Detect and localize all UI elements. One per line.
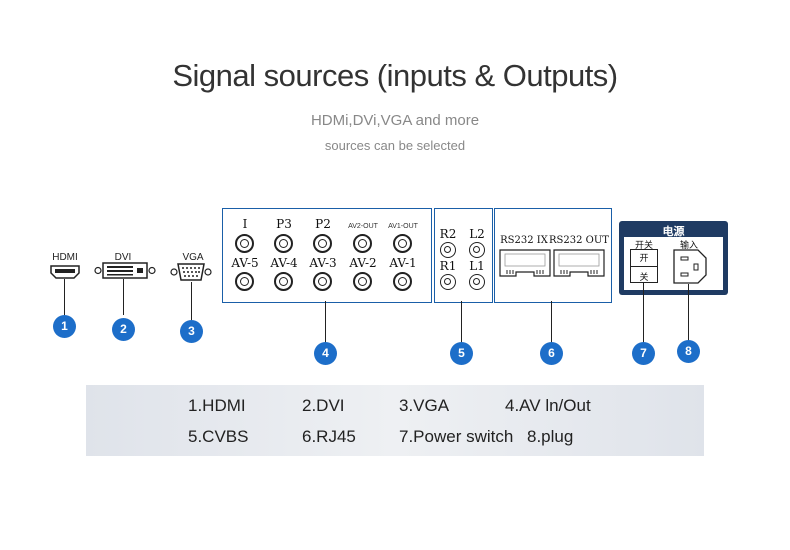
bnc-port-icon <box>353 234 372 253</box>
badge-7: 7 <box>632 342 655 365</box>
audio-label-l2: L2 <box>469 227 485 241</box>
av-bottom-label-4: AV-2 <box>349 256 377 270</box>
badge-2: 2 <box>112 318 135 341</box>
plug-connector-line <box>688 284 689 341</box>
rca-port-icon <box>469 274 485 290</box>
audio-label-r1: R1 <box>439 259 457 273</box>
bnc-port-icon <box>235 272 254 291</box>
page-title: Signal sources (inputs & Outputs) <box>172 58 618 93</box>
legend-item-rj45: 6.RJ45 <box>302 427 356 446</box>
legend-box <box>86 385 704 456</box>
legend-item-plug: 8.plug <box>527 427 574 446</box>
bnc-port-icon <box>235 234 254 253</box>
switch-connector-line <box>643 283 644 343</box>
switch-divider <box>630 266 658 267</box>
rj45-port-icon <box>499 249 551 277</box>
hdmi-connector-line <box>64 279 65 315</box>
vga-connector-line <box>191 282 192 320</box>
rj45-port-icon <box>553 249 605 277</box>
av-connector-line <box>325 301 326 343</box>
subtitle-line-1: HDMi,DVi,VGA and more <box>310 112 480 129</box>
dvi-port-icon <box>94 262 156 279</box>
audio-label-r2: R2 <box>439 227 457 241</box>
bnc-port-icon <box>274 234 293 253</box>
rca-port-icon <box>469 242 485 258</box>
subtitle-line-2: sources can be selected <box>324 138 466 153</box>
av-top-label-1: I <box>242 217 248 231</box>
rs232-connector-line <box>551 301 552 343</box>
badge-5: 5 <box>450 342 473 365</box>
badge-6: 6 <box>540 342 563 365</box>
switch-label: 开关 <box>634 240 653 250</box>
legend-item-dvi: 2.DVI <box>302 396 345 415</box>
av-top-label-5: AV1-OUT <box>388 223 418 230</box>
vga-port-icon <box>170 263 212 281</box>
legend-item-vga: 3.VGA <box>399 396 450 415</box>
input-label: 输入 <box>679 240 698 250</box>
av-top-label-3: P2 <box>315 217 331 231</box>
bnc-port-icon <box>393 234 412 253</box>
dvi-connector-line <box>123 279 124 315</box>
av-bottom-label-3: AV-3 <box>309 256 337 270</box>
badge-8: 8 <box>677 340 700 363</box>
bnc-port-icon <box>313 272 332 291</box>
legend-item-av: 4.AV ln/Out <box>505 396 591 415</box>
av-bottom-label-5: AV-1 <box>389 256 417 270</box>
switch-on-label: 开 <box>639 253 649 263</box>
av-bottom-label-1: AV-5 <box>231 256 259 270</box>
bnc-port-icon <box>393 272 412 291</box>
audio-connector-line <box>461 301 462 343</box>
badge-3: 3 <box>180 320 203 343</box>
rca-port-icon <box>440 274 456 290</box>
rca-port-icon <box>440 242 456 258</box>
bnc-port-icon <box>274 272 293 291</box>
bnc-port-icon <box>353 272 372 291</box>
vga-label: VGA <box>182 252 204 263</box>
av-top-label-2: P3 <box>276 217 292 231</box>
rs232-in-label: RS232 IX <box>500 235 548 246</box>
av-bottom-label-2: AV-4 <box>270 256 298 270</box>
rs232-out-label: RS232 OUT <box>549 235 609 246</box>
power-header: 电源 <box>662 226 685 238</box>
badge-1: 1 <box>53 315 76 338</box>
bnc-port-icon <box>313 234 332 253</box>
badge-4: 4 <box>314 342 337 365</box>
switch-off-label: 关 <box>639 272 649 282</box>
hdmi-label: HDMI <box>52 252 78 263</box>
av-top-label-4: AV2-OUT <box>348 223 378 230</box>
legend-item-cvbs: 5.CVBS <box>188 427 249 446</box>
dvi-label: DVI <box>114 252 132 263</box>
hdmi-port-icon <box>50 265 80 279</box>
legend-item-hdmi: 1.HDMI <box>188 396 246 415</box>
plug-socket-icon <box>673 249 707 284</box>
audio-label-l1: L1 <box>469 259 485 273</box>
legend-item-power-switch: 7.Power switch <box>399 427 514 446</box>
